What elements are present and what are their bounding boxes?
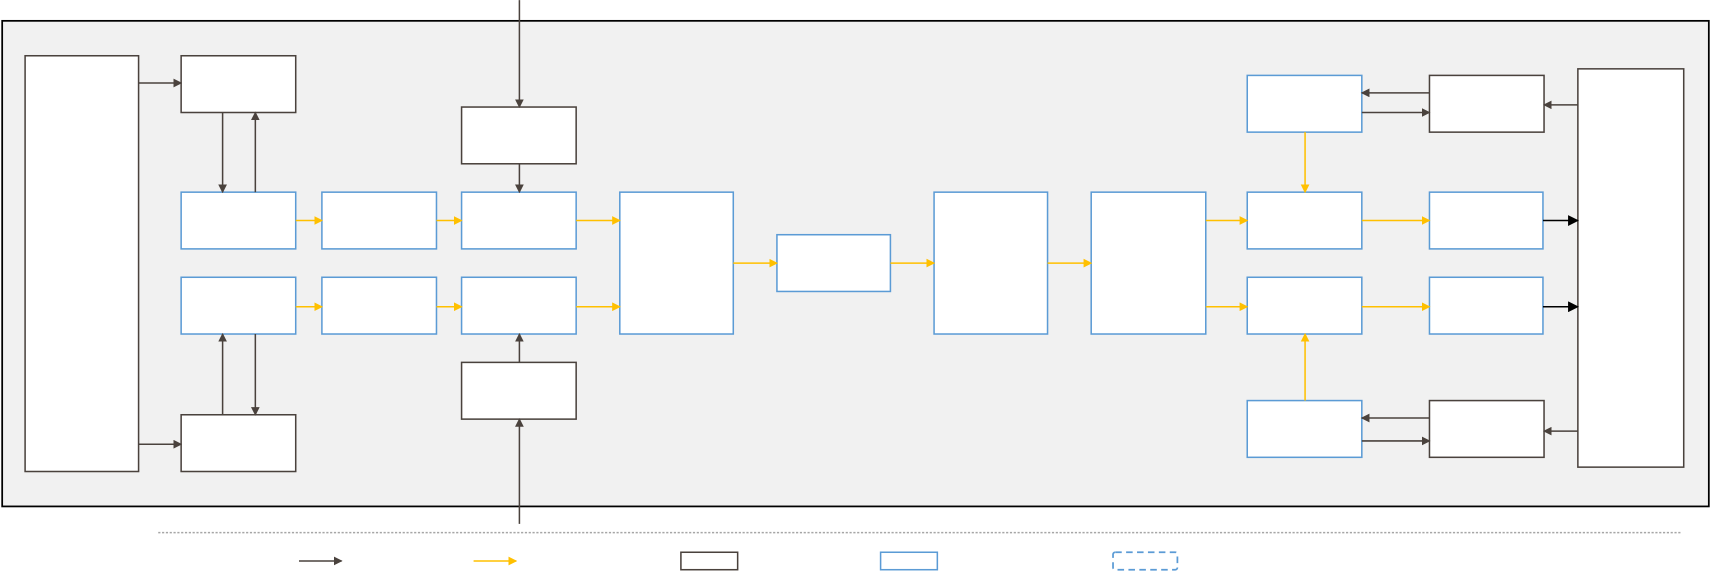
blue-center-box: [776, 233, 892, 293]
blue-box-right-r2: [1246, 276, 1363, 335]
box-bottom-right: [1428, 399, 1545, 459]
blue-stage-box-1: [933, 191, 1049, 335]
blue-box-r1-3: [460, 191, 577, 250]
right-tall-box: [1577, 68, 1685, 468]
blue-box-r2-3: [460, 276, 577, 335]
blue-box-r1-1: [180, 191, 297, 250]
legend-blue-box: [879, 551, 939, 571]
box-bottom-center: [460, 361, 577, 420]
blue-box-r1-2: [321, 191, 438, 250]
blue-box-r2-1: [180, 276, 297, 335]
blue-box-right-bottom: [1246, 399, 1363, 459]
blue-box-output-2: [1428, 276, 1544, 335]
box-top-center: [460, 106, 577, 165]
blue-merge-box: [619, 191, 735, 335]
blue-boxes: [180, 74, 1544, 459]
legend-dark-box: [680, 551, 739, 571]
left-tall-box: [24, 54, 140, 473]
blue-box-r2-2: [321, 276, 438, 335]
blue-box-output-1: [1428, 191, 1544, 250]
yellow-arrows: [295, 132, 1431, 401]
box-top-left: [180, 54, 297, 114]
box-bottom-left: [180, 413, 297, 473]
box-top-right: [1428, 74, 1545, 133]
blue-stage-box-2: [1090, 191, 1207, 335]
dark-arrows: [138, 0, 1579, 524]
blue-box-right-r1: [1246, 191, 1363, 250]
dark-boxes: [24, 54, 1685, 473]
legend-dashed-blue-box: [1112, 551, 1179, 571]
blue-box-right-top: [1246, 74, 1363, 133]
legend: [298, 551, 1179, 571]
